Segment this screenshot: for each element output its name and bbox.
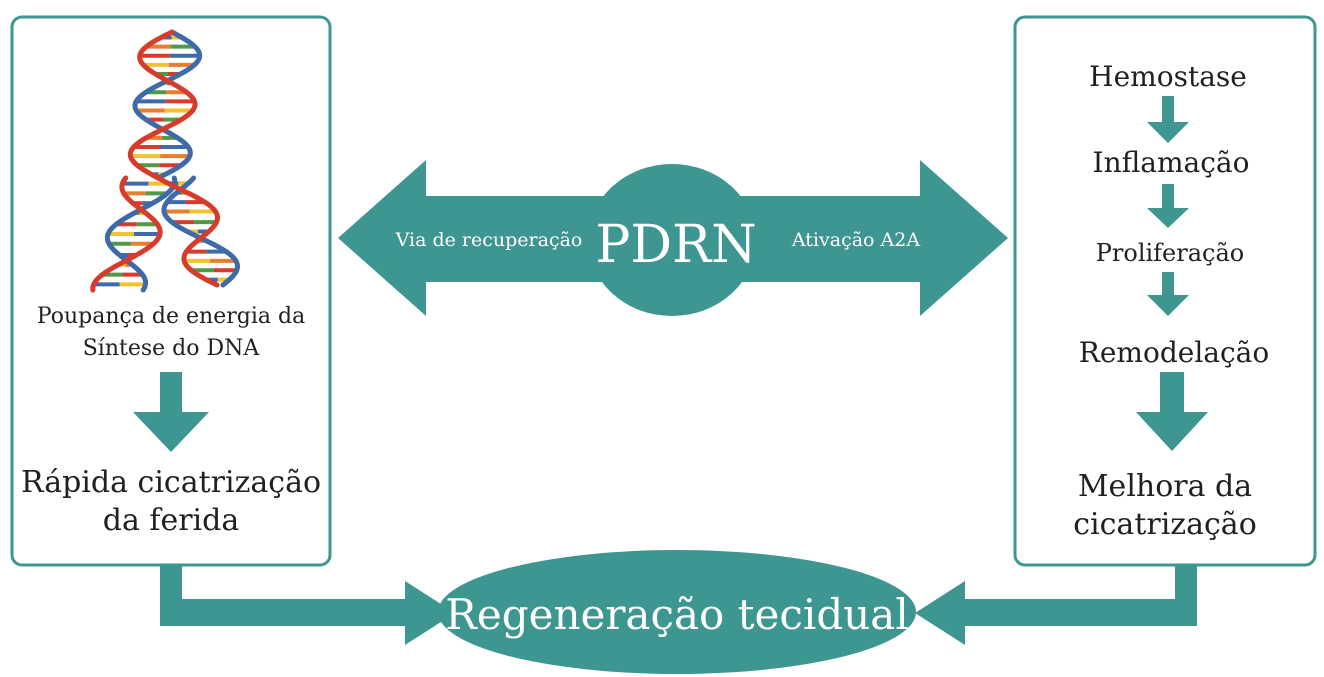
left-down-arrow	[133, 372, 209, 452]
step-arrow-2	[1147, 184, 1189, 228]
step-proliferation: Proliferação	[1096, 239, 1245, 267]
salvage-pathway-label: Via de recuperação	[395, 229, 583, 251]
dna-strand	[161, 175, 241, 288]
dna-strand	[132, 29, 203, 181]
step-remodeling: Remodelação	[1079, 336, 1269, 369]
dna-strand	[90, 175, 163, 293]
dna-strand	[127, 29, 198, 181]
right-result-line1: Melhora da	[1078, 469, 1252, 504]
right-result-line2: cicatrização	[1073, 507, 1257, 542]
outcome-label: Regeneração tecidual	[445, 590, 909, 639]
dna-strand	[104, 175, 178, 293]
pdrn-ellipse	[588, 164, 756, 316]
right-bottom-connector	[915, 565, 1197, 645]
dna-strand	[155, 175, 220, 288]
left-caption-line2: Síntese do DNA	[83, 336, 261, 361]
left-caption-line1: Poupança de energia da	[37, 304, 305, 329]
step-hemostasis: Hemostase	[1089, 60, 1247, 93]
left-result-line1: Rápida cicatrização	[21, 465, 321, 500]
step-arrow-1	[1147, 96, 1189, 143]
step-arrow-3	[1147, 272, 1189, 316]
left-bottom-connector	[160, 565, 455, 645]
pdrn-title: PDRN	[595, 215, 756, 275]
dna-helix-icon	[90, 29, 241, 293]
a2a-activation-label: Ativação A2A	[791, 229, 920, 251]
outcome-ellipse	[438, 550, 916, 674]
step-inflammation: Inflamação	[1093, 146, 1250, 179]
right-down-arrow	[1136, 372, 1208, 451]
left-result-line2: da ferida	[103, 503, 240, 538]
